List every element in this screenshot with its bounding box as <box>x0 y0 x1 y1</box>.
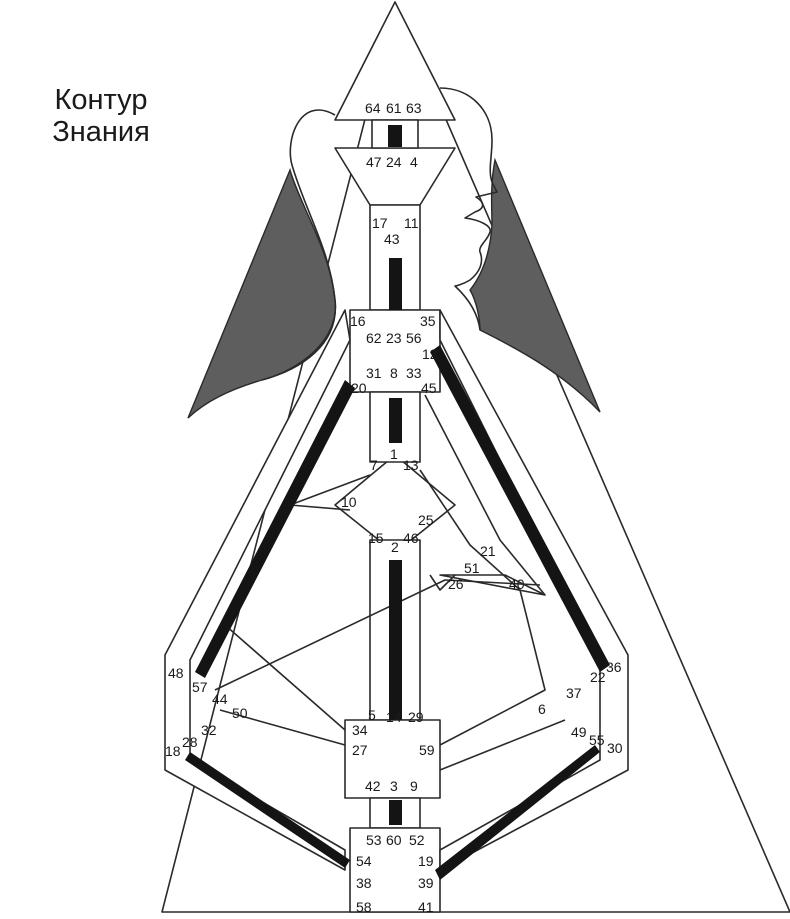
gate-7: 7 <box>370 457 378 473</box>
face-profile <box>439 87 498 331</box>
gate-42: 42 <box>365 778 381 794</box>
gate-13: 13 <box>403 457 419 473</box>
gate-4: 4 <box>410 154 418 170</box>
title-line-2: Знания <box>52 116 150 148</box>
root-center <box>349 827 441 913</box>
gate-61: 61 <box>386 100 402 116</box>
right-shadow-wedge <box>469 157 601 413</box>
gate-34: 34 <box>352 722 368 738</box>
gate-36: 36 <box>606 659 622 675</box>
gate-59: 59 <box>419 742 435 758</box>
gate-64: 64 <box>365 100 381 116</box>
gate-57: 57 <box>192 679 208 695</box>
gate-9: 9 <box>410 778 418 794</box>
gate-53: 53 <box>366 832 382 848</box>
aura-triangle <box>161 1 790 913</box>
sacral-center <box>344 719 441 799</box>
gate-2: 2 <box>391 539 399 555</box>
gate-56: 56 <box>406 330 422 346</box>
gate-19: 19 <box>418 853 434 869</box>
bodygraph <box>164 1 629 913</box>
gate-12: 12 <box>422 346 438 362</box>
gate-23: 23 <box>386 330 402 346</box>
gate-5: 5 <box>368 707 376 723</box>
gate-32: 32 <box>201 722 217 738</box>
gate-labels: 64 61 63 47 24 4 17 43 11 16 62 23 56 35… <box>165 100 623 915</box>
gate-18: 18 <box>165 743 181 759</box>
gate-49: 49 <box>571 724 587 740</box>
gate-45: 45 <box>421 380 437 396</box>
gate-29: 29 <box>408 709 424 725</box>
gate-44: 44 <box>212 691 228 707</box>
gate-11: 11 <box>404 215 419 231</box>
gate-24: 24 <box>386 154 402 170</box>
gate-26: 26 <box>448 576 464 592</box>
gate-55: 55 <box>589 732 605 748</box>
gate-25: 25 <box>418 512 434 528</box>
gate-1: 1 <box>390 446 398 462</box>
gate-8: 8 <box>390 365 398 381</box>
gate-60: 60 <box>386 832 402 848</box>
diagram-title: Контур Знания <box>52 84 150 148</box>
gate-54: 54 <box>356 853 372 869</box>
gate-17: 17 <box>372 215 388 231</box>
throat-center <box>349 309 441 393</box>
gate-51: 51 <box>464 560 480 576</box>
gate-35: 35 <box>420 313 436 329</box>
gate-46: 46 <box>403 530 419 546</box>
gate-14: 14 <box>386 709 402 725</box>
gate-52: 52 <box>409 832 425 848</box>
gate-31: 31 <box>366 365 382 381</box>
gate-62: 62 <box>366 330 382 346</box>
gate-48: 48 <box>168 665 184 681</box>
gate-50: 50 <box>232 705 248 721</box>
left-shadow-wedge <box>187 167 337 419</box>
gate-47: 47 <box>366 154 382 170</box>
gate-30: 30 <box>607 740 623 756</box>
gate-21: 21 <box>480 543 496 559</box>
gate-3: 3 <box>390 778 398 794</box>
gate-39: 39 <box>418 875 434 891</box>
gate-6: 6 <box>538 701 546 717</box>
gate-33: 33 <box>406 365 422 381</box>
gate-20: 20 <box>351 380 367 396</box>
gate-15: 15 <box>368 530 384 546</box>
gate-37: 37 <box>566 685 582 701</box>
gate-43: 43 <box>384 231 400 247</box>
gate-58: 58 <box>356 899 372 915</box>
gate-22: 22 <box>590 669 606 685</box>
head-silhouette <box>261 109 337 381</box>
gate-38: 38 <box>356 875 372 891</box>
gate-27: 27 <box>352 742 368 758</box>
gate-63: 63 <box>406 100 422 116</box>
gate-41: 41 <box>418 899 434 915</box>
title-line-1: Контур <box>54 84 148 116</box>
gate-40: 40 <box>509 576 525 592</box>
gate-10: 10 <box>341 494 357 510</box>
left-arm <box>164 309 351 871</box>
gate-16: 16 <box>350 313 366 329</box>
gate-28: 28 <box>182 734 198 750</box>
